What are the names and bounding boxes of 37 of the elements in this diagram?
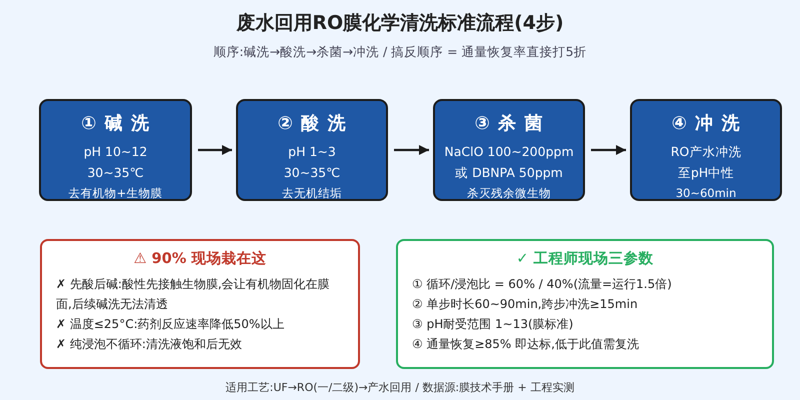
step-detail: 去无机结垢	[282, 185, 342, 202]
footnote: 适用工艺:UF→RO(一/二级)→产水回用 / 数据源:膜技术手册 + 工程实测	[226, 380, 574, 395]
step-heading: ③ 杀 菌	[474, 112, 544, 135]
step-detail: 30~35℃	[87, 164, 144, 182]
arrow	[198, 145, 232, 155]
list-item: ④ 通量恢复≥85% 即达标,低于此值需复洗	[412, 336, 640, 353]
step-heading: ① 碱 洗	[81, 112, 150, 135]
step-detail: NaClO 100~200ppm	[444, 143, 574, 161]
step-heading: ④ 冲 洗	[672, 112, 740, 135]
step-box	[433, 99, 585, 201]
panel-heading: ⚠ 90% 现场栽在这	[134, 250, 266, 268]
step-detail: 30~60min	[676, 185, 736, 202]
step-box	[630, 99, 782, 201]
panel-heading: ✓ 工程师现场三参数	[516, 250, 654, 268]
step-detail: 至pH中性	[678, 164, 734, 182]
list-item: ③ pH耐受范围 1~13(膜标准)	[412, 316, 574, 333]
warning-panel	[40, 239, 360, 369]
step-detail: 30~35℃	[284, 164, 340, 182]
arrow	[394, 145, 429, 155]
checklist-panel	[396, 239, 774, 369]
step-detail: pH 1~3	[288, 143, 336, 161]
step-detail: 或 DBNPA 50ppm	[455, 164, 563, 182]
step-detail: pH 10~12	[84, 143, 148, 161]
title: 废水回用RO膜化学清洗标准流程(4步)	[236, 11, 564, 36]
step-heading: ② 酸 洗	[278, 112, 346, 135]
subtitle: 顺序:碱洗→酸洗→杀菌→冲洗 / 搞反顺序 = 通量恢复率直接打5折	[213, 44, 587, 61]
step-box	[39, 99, 192, 201]
step-detail: 杀灭残余微生物	[467, 185, 551, 202]
list-item: ✗ 先酸后碱:酸性先接触生物膜,会让有机物固化在膜面,后续碱洗无法清透	[56, 276, 331, 313]
step-detail: RO产水冲洗	[670, 143, 742, 161]
arrow	[591, 145, 626, 155]
list-item: ✗ 温度≤25°C:药剂反应速率降低50%以上	[56, 316, 286, 333]
step-detail: 去有机物+生物膜	[68, 185, 162, 202]
list-item: ② 单步时长60~90min,跨步冲洗≥15min	[412, 296, 639, 313]
step-box	[236, 99, 388, 201]
list-item: ✗ 纯浸泡不循环:清洗液饱和后无效	[56, 336, 243, 353]
list-item: ① 循环/浸泡比 = 60% / 40%(流量=运行1.5倍)	[412, 276, 673, 293]
